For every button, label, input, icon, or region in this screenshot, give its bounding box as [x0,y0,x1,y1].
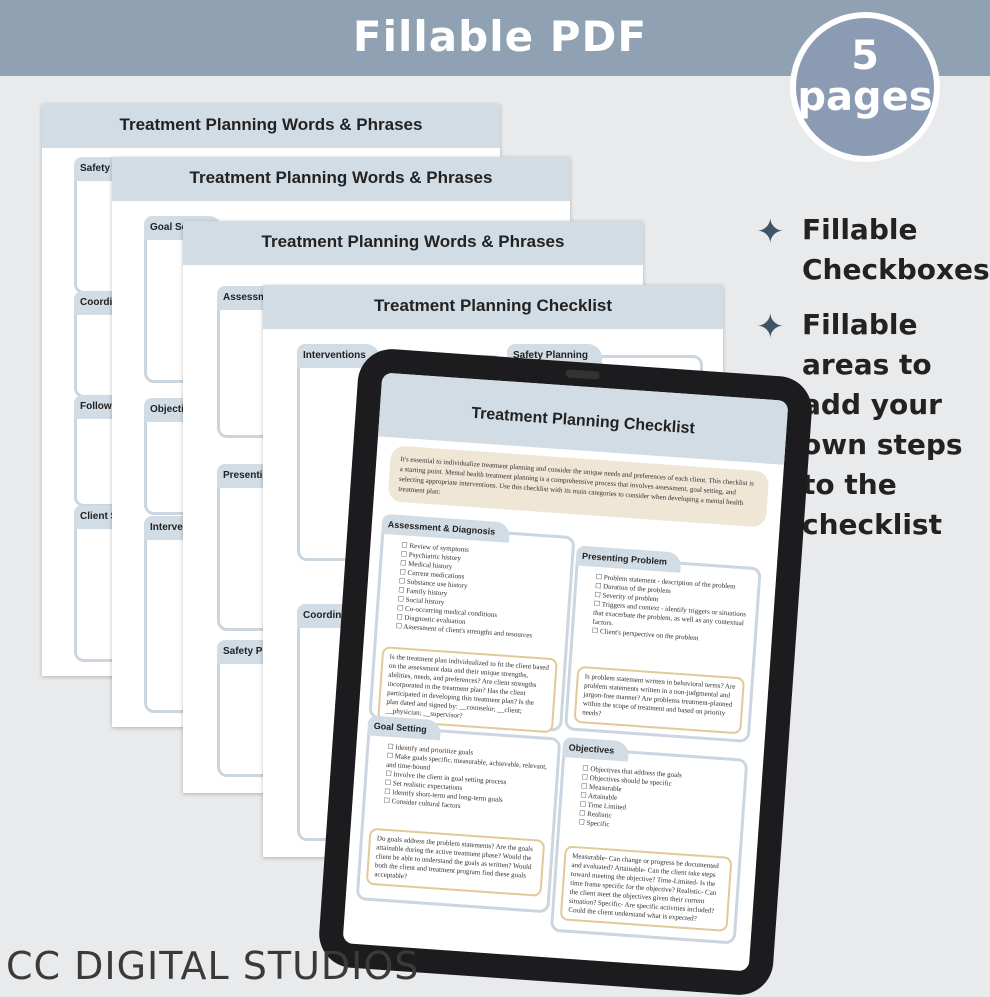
feature-checkboxes: ✦ Fillable Checkboxes [756,210,990,290]
sheet-header: Treatment Planning Words & Phrases [183,221,643,265]
screen-title: Treatment Planning Checklist [470,404,696,438]
question-box: Is problem statement written in behavior… [573,665,746,735]
sheet-header: Treatment Planning Words & Phrases [42,104,500,148]
banner-title: Fillable PDF [352,12,648,61]
sheet-header: Treatment Planning Words & Phrases [112,157,570,201]
checkbox-list[interactable]: Problem statement - description of the p… [592,573,758,647]
tablet-screen: Treatment Planning Checklist It's essent… [342,372,789,972]
brand-footer: CC DIGITAL STUDIOS [6,944,420,988]
card-tab: Assessment & Diagnosis [381,513,510,543]
camera-icon [565,369,601,380]
card-assessment: Assessment & Diagnosis Review of symptom… [368,513,576,734]
sheet-title: Treatment Planning Words & Phrases [119,115,423,134]
checkbox-list[interactable]: Objectives that address the goals Object… [578,764,682,834]
card-goal-setting: Goal Setting Identify and prioritize goa… [355,715,562,914]
badge-number: 5 [851,33,879,79]
sheet-title: Treatment Planning Words & Phrases [189,168,493,187]
sparkle-icon: ✦ [756,212,785,252]
section-tab: Interventions [297,344,380,368]
feature-text: Fillable areas to add your own steps to … [802,308,963,541]
sheet-title: Treatment Planning Words & Phrases [261,232,565,251]
card-tab: Objectives [562,737,629,762]
badge-word: pages [797,74,933,120]
sheet-header: Treatment Planning Checklist [263,285,723,329]
question-box: Do goals address the problem statements?… [365,827,546,897]
card-tab: Goal Setting [367,715,442,741]
card-presenting-problem: Presenting Problem Problem statement - d… [563,545,762,744]
card-objectives: Objectives Objectives that address the g… [549,737,749,945]
sheet-title: Treatment Planning Checklist [373,296,613,315]
question-box: Measurable- Can change or progress be do… [559,845,733,932]
tablet-device: Treatment Planning Checklist It's essent… [316,346,815,997]
checkbox-list[interactable]: Review of symptoms Psychiatric history M… [395,541,538,640]
pages-badge: 5 pages [790,12,940,162]
checkbox-list[interactable]: Identify and prioritize goals Make goals… [383,743,557,818]
sparkle-icon: ✦ [756,307,785,347]
card-tab: Presenting Problem [575,545,682,573]
feature-text: Fillable Checkboxes [802,213,990,286]
feature-fillable-areas: ✦ Fillable areas to add your own steps t… [756,305,990,545]
